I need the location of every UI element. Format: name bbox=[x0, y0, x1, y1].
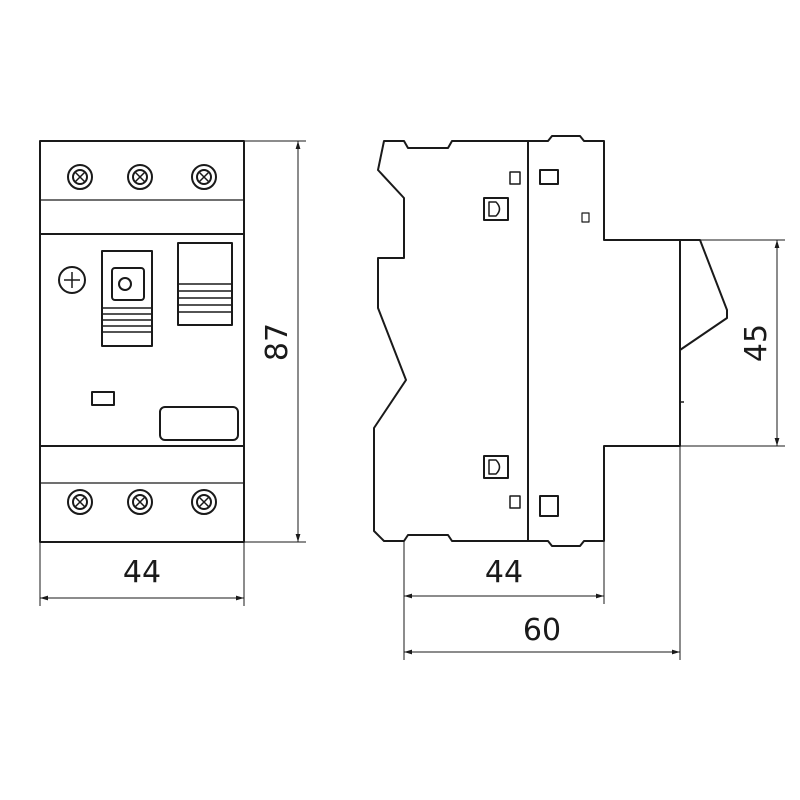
front-body-outline bbox=[39, 140, 245, 543]
side-tab-bottom bbox=[509, 495, 521, 509]
terminal-screw-icon bbox=[191, 164, 217, 190]
front-height-label: 87 bbox=[260, 323, 295, 361]
side-window-top bbox=[539, 169, 559, 185]
front-view bbox=[39, 140, 245, 543]
front-width-dimension bbox=[39, 542, 245, 606]
terminal-screw-icon bbox=[67, 489, 93, 515]
terminal-screw-icon bbox=[127, 164, 153, 190]
label-plate bbox=[159, 406, 239, 441]
side-total-depth-label: 60 bbox=[523, 613, 561, 648]
side-small-tab bbox=[581, 212, 590, 223]
side-front-cover-outline bbox=[528, 135, 681, 547]
handle-height-dimension bbox=[680, 239, 785, 447]
adjustment-screw-icon bbox=[58, 266, 86, 294]
side-body-outline bbox=[373, 140, 529, 542]
terminal-screw-icon bbox=[67, 164, 93, 190]
handle-height-label: 45 bbox=[739, 324, 774, 362]
side-view bbox=[373, 135, 728, 547]
top-terminal-screws bbox=[67, 164, 217, 190]
bottom-terminal-screws bbox=[67, 489, 217, 515]
setting-dial bbox=[101, 250, 153, 347]
side-depth-label: 44 bbox=[485, 555, 523, 590]
side-depth-dimension bbox=[403, 541, 605, 660]
side-tab-top bbox=[509, 171, 521, 185]
front-width-label: 44 bbox=[123, 555, 161, 590]
side-total-depth-dimension bbox=[404, 446, 681, 660]
status-indicator-window bbox=[91, 391, 115, 406]
terminal-screw-icon bbox=[127, 489, 153, 515]
front-height-dimension bbox=[244, 140, 306, 543]
side-handle bbox=[679, 239, 728, 351]
side-window-bottom bbox=[539, 495, 559, 517]
din-clip-top-icon bbox=[483, 197, 509, 221]
operating-lever bbox=[177, 242, 233, 326]
terminal-screw-icon bbox=[191, 489, 217, 515]
din-clip-bottom-icon bbox=[483, 455, 509, 479]
